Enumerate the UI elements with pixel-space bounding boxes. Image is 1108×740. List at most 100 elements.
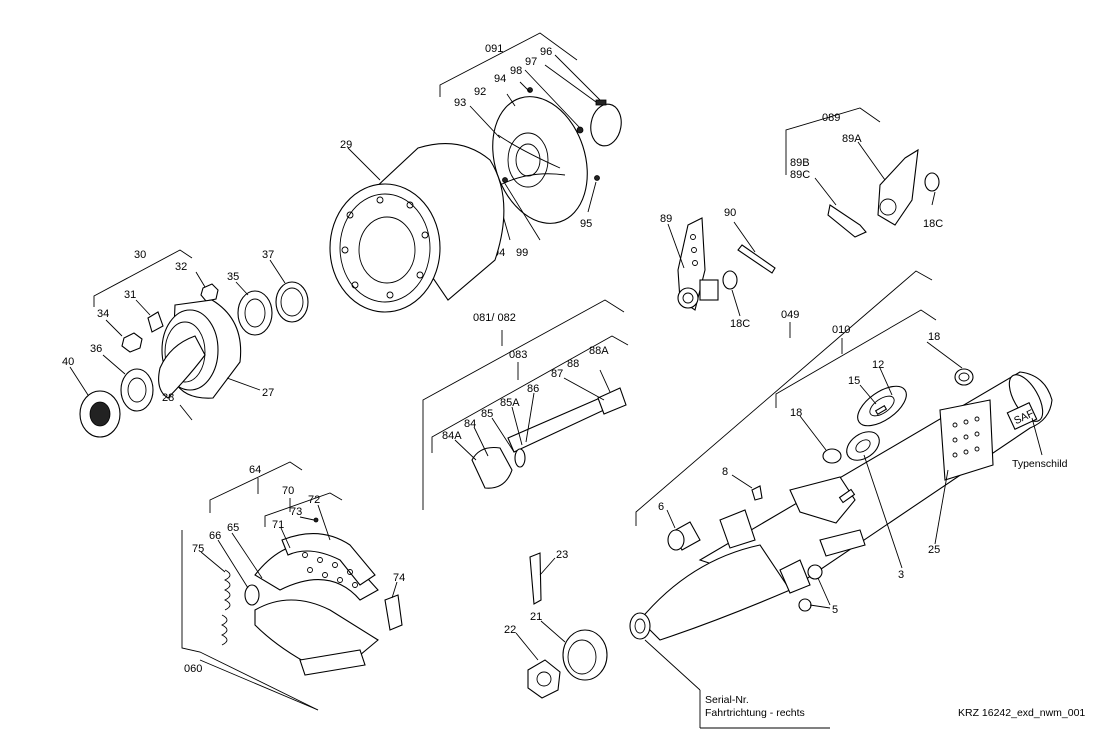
label-34: 34	[97, 308, 109, 320]
label-94-top: 94	[494, 73, 506, 85]
part-89-adjuster-lever: 89 90 18C	[660, 207, 776, 330]
label-36: 36	[90, 343, 102, 355]
bolt-31	[147, 311, 164, 333]
part-29-brake-drum: 29	[329, 139, 505, 313]
label-18c-right: 18C	[923, 218, 943, 230]
label-97: 97	[525, 56, 537, 68]
label-32: 32	[175, 261, 187, 273]
label-71: 71	[272, 519, 284, 531]
axle-stub	[639, 544, 791, 641]
label-84: 84	[464, 418, 476, 430]
label-65: 65	[227, 522, 239, 534]
clip-74	[384, 594, 403, 631]
axle-nut-22	[527, 659, 561, 699]
label-72: 72	[308, 494, 320, 506]
label-88: 88	[567, 358, 579, 370]
label-74: 74	[393, 572, 405, 584]
label-93: 93	[454, 97, 466, 109]
label-049: 049	[781, 309, 799, 321]
label-89a-top: 89A	[842, 133, 862, 145]
label-22: 22	[504, 624, 516, 636]
label-64: 64	[249, 464, 261, 476]
plug-5b	[798, 598, 812, 612]
label-88a: 88A	[589, 345, 609, 357]
label-18-top: 18	[928, 331, 940, 343]
group-081-082-camshaft: 081/ 082 083 88 88A 87 86 85A 85 84 84A	[422, 299, 629, 510]
label-28: 28	[162, 392, 174, 404]
label-25: 25	[928, 544, 940, 556]
label-23: 23	[556, 549, 568, 561]
label-6: 6	[658, 501, 664, 513]
label-95: 95	[580, 218, 592, 230]
spring-75	[223, 569, 231, 611]
rod-90	[737, 244, 776, 274]
label-12: 12	[872, 359, 884, 371]
seal-18a	[954, 368, 974, 386]
label-89c: 89C	[790, 169, 810, 181]
label-010: 010	[832, 324, 850, 336]
label-84a: 84A	[442, 430, 462, 442]
label-30: 30	[134, 249, 146, 261]
bearing-36	[120, 368, 154, 412]
label-37: 37	[262, 249, 274, 261]
label-66: 66	[209, 530, 221, 542]
slack-adjuster-89a	[877, 148, 919, 226]
seal-21	[562, 629, 608, 681]
label-70: 70	[282, 485, 294, 497]
label-060: 060	[184, 663, 202, 675]
roller-66	[244, 584, 260, 606]
group-049-010-axle: 049 010 SAF Typenschild	[629, 270, 1068, 729]
label-3: 3	[898, 569, 904, 581]
abs-ring-clip	[590, 103, 622, 147]
label-18-bottom: 18	[790, 407, 802, 419]
label-8: 8	[722, 466, 728, 478]
label-87: 87	[551, 368, 563, 380]
label-15: 15	[848, 375, 860, 387]
grease-nipple-8	[751, 485, 763, 501]
label-081-082: 081/ 082	[473, 312, 516, 324]
saf-type-plate	[1006, 402, 1038, 430]
split-pin-23	[529, 552, 542, 605]
label-5: 5	[832, 604, 838, 616]
parts-21-22-23: 23 21 22	[504, 549, 608, 699]
cam-head-84a	[471, 446, 513, 489]
seal-18b	[822, 448, 842, 464]
nut-32	[200, 283, 219, 302]
drum-face	[329, 183, 441, 313]
label-18c-mid: 18C	[730, 318, 750, 330]
serial-nr-label: Serial-Nr.	[705, 694, 749, 706]
label-083: 083	[509, 349, 527, 361]
group-091-backing-plate: 091 96 97 98 94 92 93 94 99 95	[439, 32, 622, 259]
label-96: 96	[540, 46, 552, 58]
label-40: 40	[62, 356, 74, 368]
camshaft	[507, 397, 605, 453]
label-99: 99	[516, 247, 528, 259]
label-29: 29	[340, 139, 352, 151]
label-90: 90	[724, 207, 736, 219]
group-64-brake-shoes: 64 70 060 72 73 71 65 66 75 74	[181, 461, 405, 711]
label-27: 27	[262, 387, 274, 399]
direction-label: Fahrtrichtung - rechts	[705, 707, 805, 719]
label-089: 089	[822, 112, 840, 124]
label-89b: 89B	[790, 157, 810, 169]
bearing-35	[237, 290, 273, 336]
nut-34	[121, 332, 143, 353]
type-plate-bracket	[939, 399, 994, 481]
bracket-plate	[789, 476, 856, 524]
group-30-hub: 30 32 35 37 31 34 27 28 36 40	[62, 249, 309, 438]
label-89: 89	[660, 213, 672, 225]
label-091: 091	[485, 43, 503, 55]
drawing-id: KRZ 16242_exd_nwm_001	[958, 707, 1085, 719]
label-85a: 85A	[500, 397, 520, 409]
screw-15	[874, 405, 888, 415]
clevis-89b	[827, 204, 867, 238]
label-92: 92	[474, 86, 486, 98]
typenschild-label: Typenschild	[1012, 458, 1068, 470]
label-86: 86	[527, 383, 539, 395]
group-089-slack-adjuster: 089 89A 89B 89C 18C	[785, 107, 943, 238]
label-31: 31	[124, 289, 136, 301]
label-35: 35	[227, 271, 239, 283]
label-85: 85	[481, 408, 493, 420]
